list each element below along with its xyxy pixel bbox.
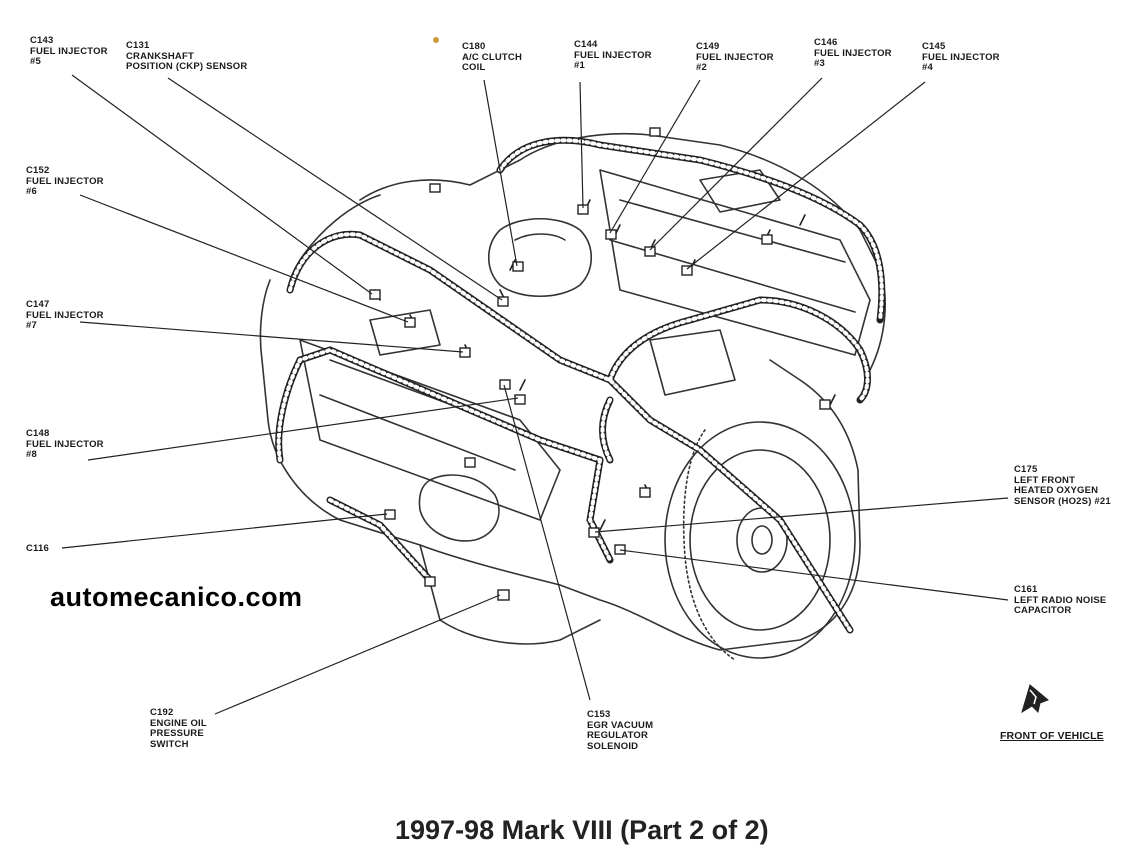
speck-mark — [433, 37, 439, 43]
front-of-vehicle-label: FRONT OF VEHICLE — [1000, 730, 1104, 742]
diagram-caption: 1997-98 Mark VIII (Part 2 of 2) — [395, 815, 769, 845]
connector-c143 — [369, 289, 381, 300]
label-c152: C152 FUEL INJECTOR #6 — [26, 165, 104, 197]
connector-c147 — [459, 347, 471, 358]
label-c192: C192 ENGINE OIL PRESSURE SWITCH — [150, 707, 207, 750]
harness-bottom — [326, 496, 434, 584]
watermark-text: automecanico.com — [50, 582, 303, 612]
label-c153: C153 EGR VACUUM REGULATOR SOLENOID — [587, 709, 654, 752]
leader-c146 — [649, 77, 823, 251]
leader-c149 — [609, 79, 701, 234]
leader-c116 — [61, 513, 388, 549]
leader-c145 — [686, 81, 926, 270]
crank-pulley — [664, 421, 856, 659]
leader-c143 — [71, 74, 373, 295]
label-c131: C131 CRANKSHAFT POSITION (CKP) SENSOR — [126, 40, 248, 72]
label-c116: C116 — [26, 543, 49, 554]
connector-c149 — [605, 229, 617, 240]
connector-c146 — [644, 246, 656, 257]
leader-c144 — [579, 81, 584, 209]
label-c161: C161 LEFT RADIO NOISE CAPACITOR — [1014, 584, 1107, 616]
harness-right-loop — [606, 296, 871, 404]
label-c146: C146 FUEL INJECTOR #3 — [814, 37, 892, 69]
leader-c148 — [87, 397, 519, 461]
throttle-body — [488, 217, 592, 298]
front-of-vehicle-arrow-icon — [1021, 684, 1049, 714]
label-c145: C145 FUEL INJECTOR #4 — [922, 41, 1000, 73]
connector-c180 — [512, 261, 524, 272]
label-c175: C175 LEFT FRONT HEATED OXYGEN SENSOR (HO… — [1014, 464, 1111, 507]
leader-c152 — [79, 194, 409, 323]
connector-c161 — [614, 544, 626, 555]
label-c143: C143 FUEL INJECTOR #5 — [30, 35, 108, 67]
valve-cover-right — [599, 169, 871, 356]
connector-c131 — [497, 296, 509, 307]
harness-upper — [496, 136, 886, 324]
leader-c175 — [594, 497, 1009, 533]
leader-c147 — [79, 321, 464, 353]
leader-c131 — [167, 77, 503, 301]
label-c148: C148 FUEL INJECTOR #8 — [26, 428, 104, 460]
label-c144: C144 FUEL INJECTOR #1 — [574, 39, 652, 71]
valve-cover-left — [299, 339, 561, 521]
connector-c148 — [514, 394, 526, 405]
label-c149: C149 FUEL INJECTOR #2 — [696, 41, 774, 73]
leader-c192 — [214, 594, 501, 715]
leader-c161 — [619, 549, 1009, 601]
label-c147: C147 FUEL INJECTOR #7 — [26, 299, 104, 331]
connector-c152 — [404, 317, 416, 328]
connector-c192 — [497, 589, 510, 601]
engine-block-outline — [259, 279, 861, 651]
connector-c175 — [588, 527, 600, 538]
leader-c153 — [503, 384, 591, 701]
connector-c145 — [681, 265, 693, 276]
label-c180: C180 A/C CLUTCH COIL — [462, 41, 523, 73]
leader-c180 — [483, 79, 518, 267]
oil-pan — [419, 544, 601, 645]
